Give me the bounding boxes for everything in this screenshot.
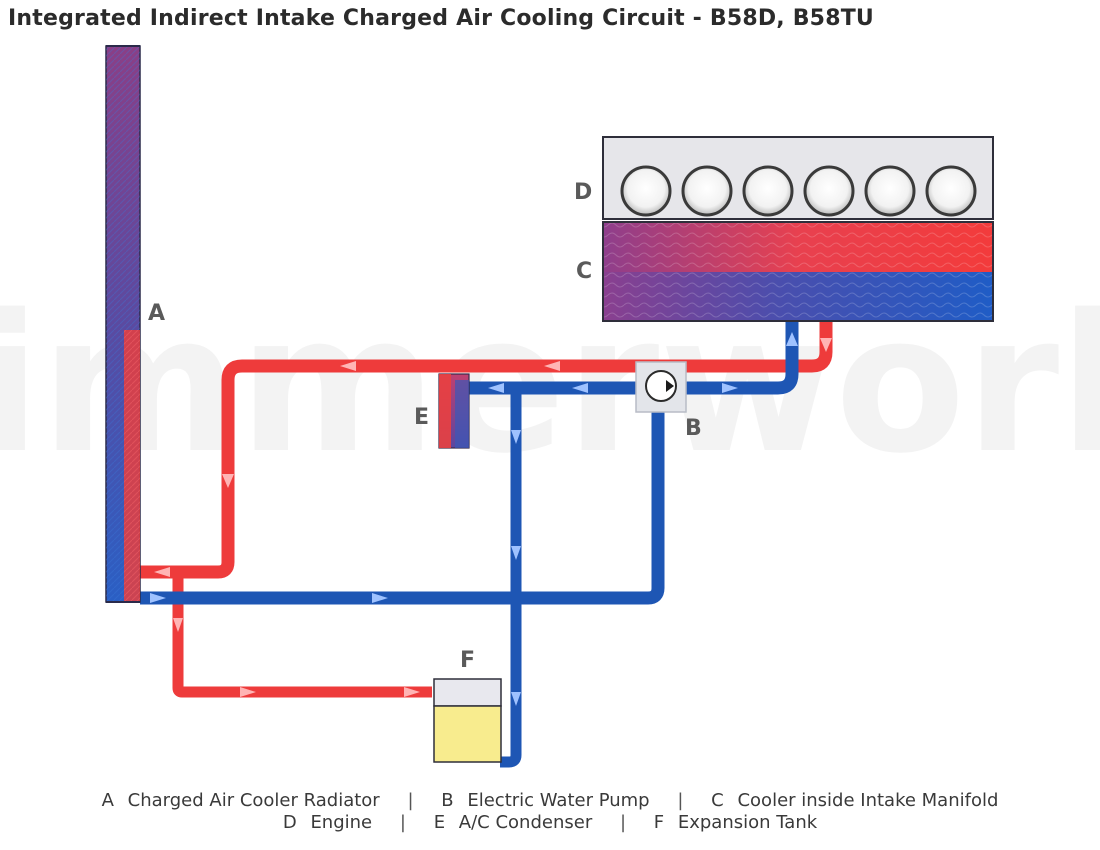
label-engine: D	[574, 180, 592, 205]
flow-arrow	[572, 383, 588, 393]
engine-cylinder	[681, 165, 733, 217]
ac-condenser	[438, 373, 470, 449]
flow-arrow	[240, 687, 256, 697]
hot-pipe-to-tank	[172, 572, 432, 698]
flow-arrow	[511, 430, 521, 444]
cold-pipe-to-tank	[500, 388, 522, 768]
flow-arrow	[786, 332, 798, 346]
label-radiator: A	[148, 301, 165, 326]
cold-pipe-supply	[140, 410, 665, 605]
pipe-network	[140, 322, 833, 768]
legend-key: C	[711, 790, 724, 811]
engine-cylinder	[803, 165, 855, 217]
engine-cylinder	[925, 165, 977, 217]
legend-separator: |	[407, 790, 414, 811]
flow-arrow	[150, 593, 166, 603]
engine-block	[602, 136, 994, 220]
flow-arrow	[222, 474, 234, 488]
legend: A Charged Air Cooler Radiator | B Electr…	[0, 790, 1100, 834]
flow-arrow	[404, 687, 420, 697]
legend-separator: |	[619, 812, 627, 833]
label-expansion-tank: F	[460, 648, 475, 673]
legend-key: A	[101, 790, 114, 811]
legend-text: Charged Air Cooler Radiator	[127, 790, 380, 811]
legend-key: E	[433, 812, 446, 833]
label-manifold-cooler: C	[576, 259, 592, 284]
electric-water-pump	[635, 361, 687, 413]
legend-key: F	[653, 812, 665, 833]
legend-text: Electric Water Pump	[467, 790, 650, 811]
flow-arrow	[511, 692, 521, 706]
flow-arrow	[173, 618, 183, 632]
flow-arrow	[820, 338, 832, 352]
legend-text: Cooler inside Intake Manifold	[737, 790, 999, 811]
charged-air-cooler-radiator	[105, 45, 141, 603]
flow-arrow	[340, 361, 356, 371]
legend-separator: |	[677, 790, 684, 811]
flow-arrow	[544, 361, 560, 371]
legend-separator: |	[399, 812, 406, 833]
legend-key: B	[441, 790, 454, 811]
flow-arrow	[154, 567, 170, 577]
flow-arrows	[150, 332, 832, 706]
flow-arrow	[372, 593, 388, 603]
label-condenser: E	[414, 405, 429, 430]
engine-cylinder	[864, 165, 916, 217]
legend-row: A Charged Air Cooler Radiator | B Electr…	[0, 790, 1100, 812]
legend-text: Engine	[310, 812, 373, 833]
flow-arrow	[511, 546, 521, 560]
flow-arrow	[722, 383, 738, 393]
hot-pipe-return	[140, 322, 833, 579]
legend-text: Expansion Tank	[677, 812, 818, 833]
label-water-pump: B	[685, 416, 702, 441]
flow-arrow	[488, 383, 504, 393]
cold-pipe-pump-to-manifold	[686, 322, 799, 395]
diagram-title: Integrated Indirect Intake Charged Air C…	[8, 6, 874, 31]
legend-row: D Engine | E A/C Condenser | F Expansion…	[0, 812, 1100, 834]
intake-manifold-cooler	[602, 221, 994, 322]
legend-key: D	[282, 812, 297, 833]
expansion-tank	[433, 678, 502, 763]
engine-cylinder	[742, 165, 794, 217]
legend-text: A/C Condenser	[458, 812, 593, 833]
engine-cylinder	[620, 165, 672, 217]
